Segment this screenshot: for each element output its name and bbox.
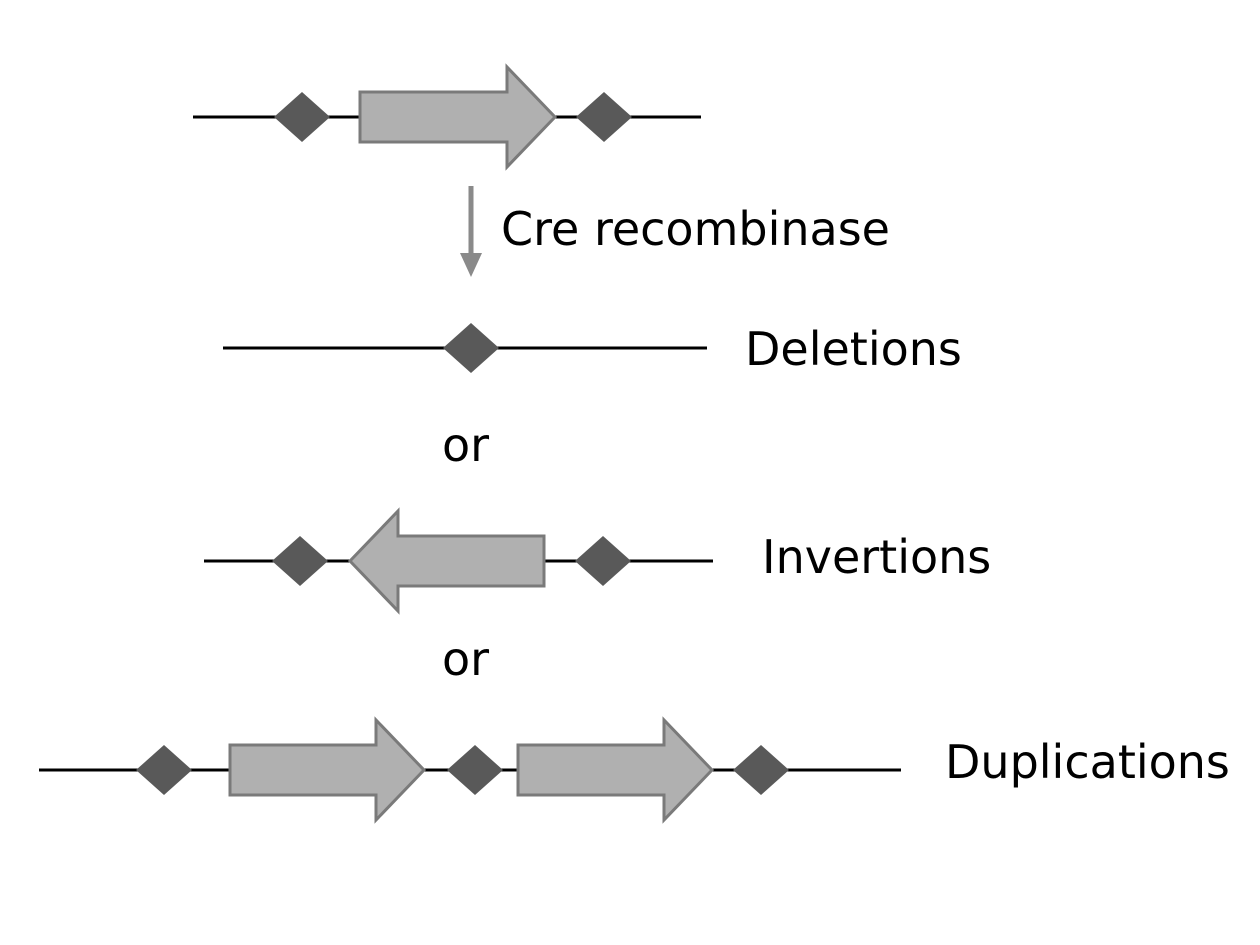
lox-site <box>274 92 330 142</box>
original-construct <box>193 63 701 171</box>
step-label: Cre recombinase <box>501 202 890 256</box>
deletions-label: Deletions <box>745 322 962 376</box>
duplication-construct <box>39 716 901 824</box>
or-label-2: or <box>442 632 490 686</box>
gene-arrow-forward <box>516 716 715 824</box>
lox-site <box>576 92 632 142</box>
gene-arrow-forward <box>358 63 558 171</box>
lox-site <box>443 323 499 373</box>
or-label-1: or <box>442 418 490 472</box>
lox-site <box>447 745 503 795</box>
inversion-construct <box>204 507 713 615</box>
lox-site <box>272 536 328 586</box>
inversions-label: Invertions <box>762 530 992 584</box>
deletion-construct <box>223 323 707 373</box>
gene-arrow-forward <box>228 716 427 824</box>
step-arrow <box>460 186 482 277</box>
duplications-label: Duplications <box>945 735 1230 789</box>
lox-site <box>733 745 789 795</box>
lox-site <box>575 536 631 586</box>
lox-site <box>136 745 192 795</box>
gene-arrow-reverse <box>347 507 546 615</box>
